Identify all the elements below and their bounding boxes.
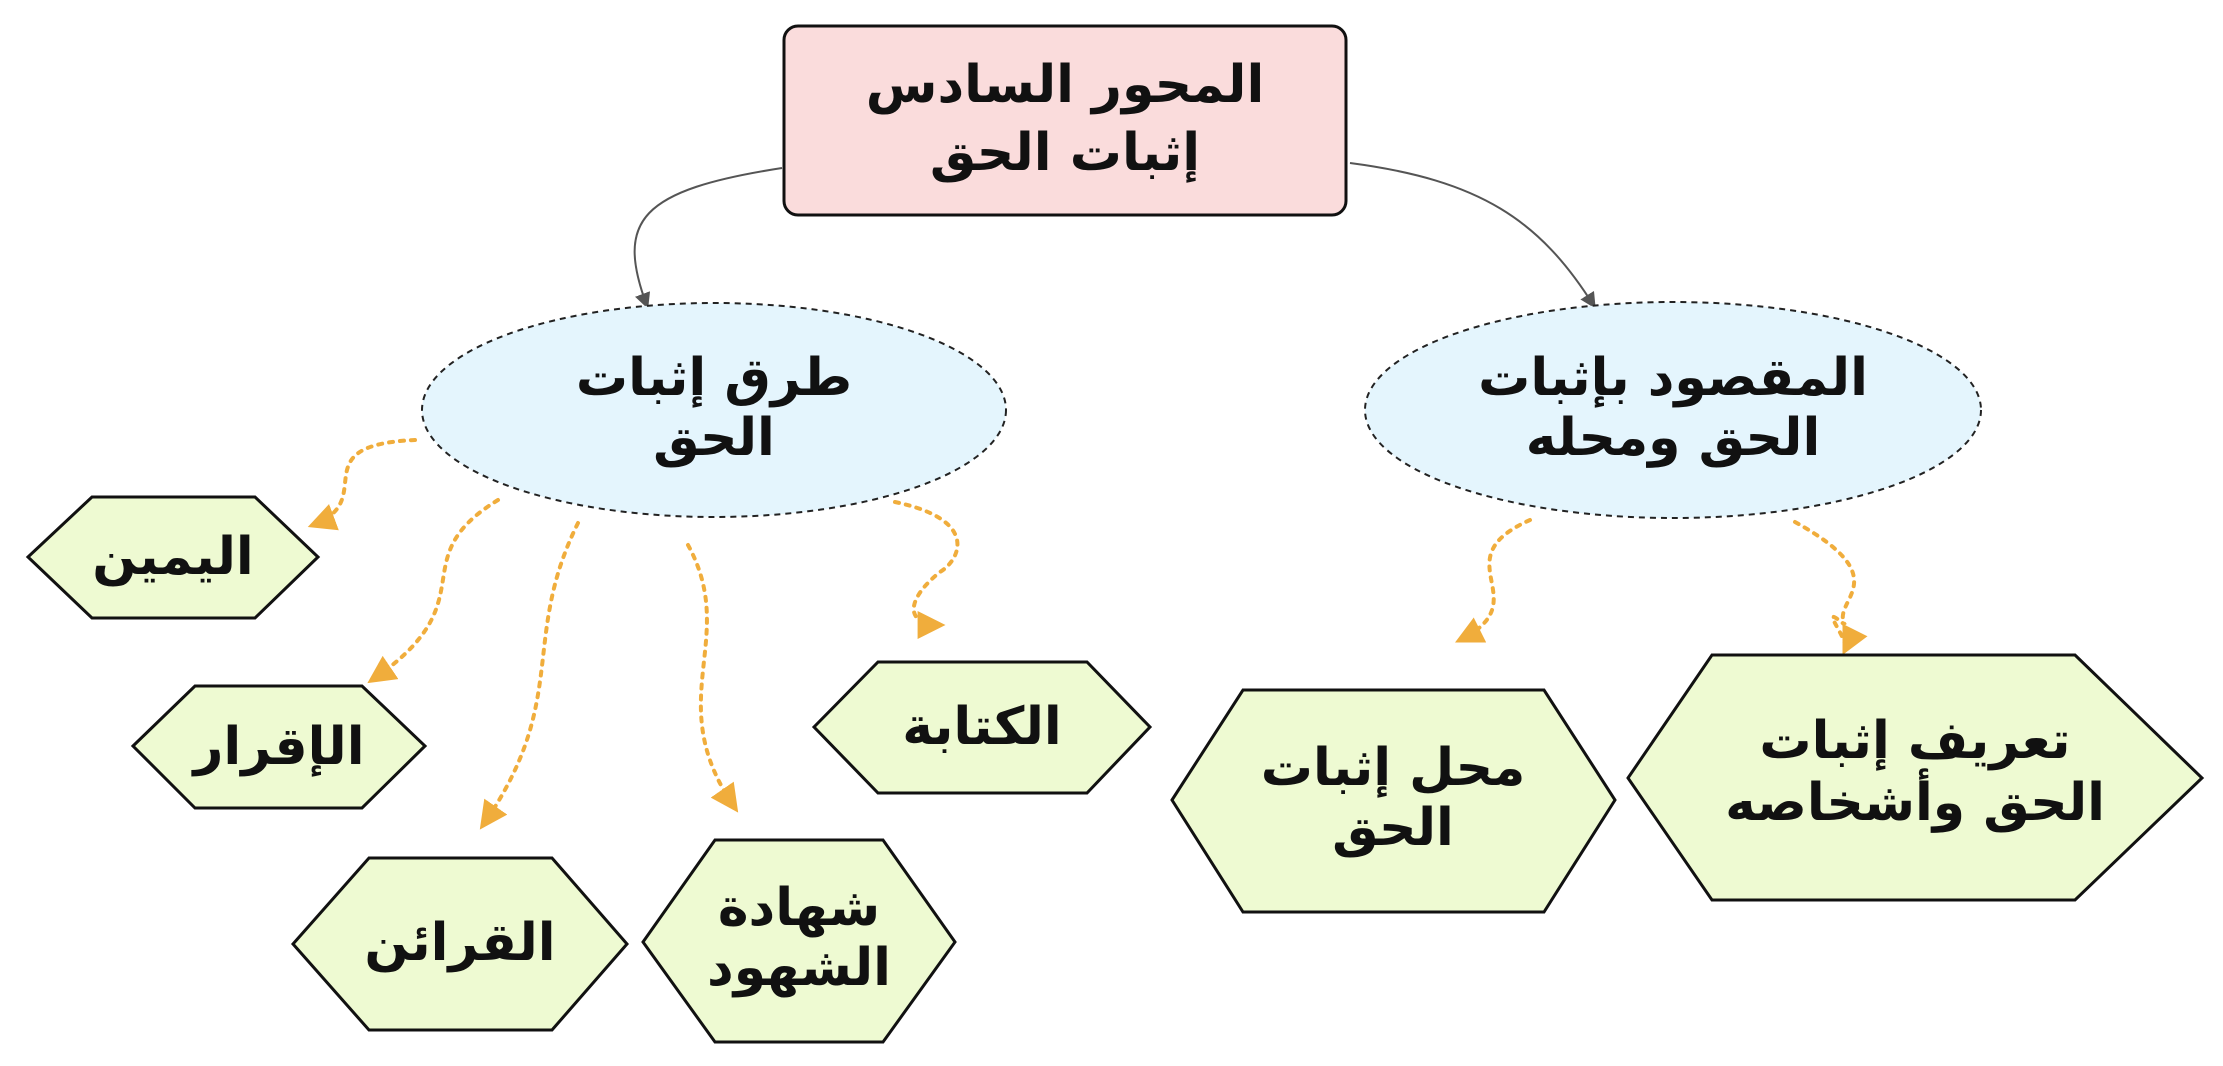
leaf-kitaba: الكتابة [811,660,1153,795]
leaf-shahada-line-1: شهادة [718,878,880,938]
leaf-mahal: محل إثبات الحق [1170,688,1617,914]
leaf-shahada-line-2: الشهود [707,938,891,998]
root-node: المحور السادس إثبات الحق [782,24,1348,217]
left-branch-node: طرق إثبات الحق [421,302,1007,518]
leaf-kitaba-label: الكتابة [902,697,1061,757]
leaf-iqrar-label: الإقرار [190,717,364,777]
left-branch-line-1: طرق إثبات [576,348,852,408]
leaf-shahada: شهادة الشهود [641,838,957,1044]
leaf-tarif: تعريف إثبات الحق وأشخاصه [1626,653,2205,902]
right-branch-line-2: الحق ومحله [1526,408,1821,468]
connector-right-to-mahal [1454,518,1532,643]
root-line-1: المحور السادس [866,55,1265,115]
right-branch-node: المقصود بإثبات الحق ومحله [1364,301,1982,519]
connector-root-to-right [1349,162,1596,309]
connector-left-to-iqrar [367,498,500,684]
connector-right-to-tarif [1793,520,1868,656]
leaf-tarif-line-2: الحق وأشخاصه [1725,768,2105,833]
connector-left-to-yamin [307,438,417,531]
right-branch-line-1: المقصود بإثبات [1478,348,1868,408]
leaf-iqrar: الإقرار [130,684,428,810]
connector-left-to-shahada [686,543,739,813]
leaf-qaraen: القرائن [290,856,629,1032]
left-branch-line-2: الحق [653,408,775,468]
connector-root-to-left [633,167,783,309]
leaf-yamin-label: اليمين [92,527,253,587]
leaf-mahal-line-1: محل إثبات [1261,738,1526,798]
root-line-2: إثبات الحق [930,123,1200,183]
leaf-tarif-line-1: تعريف إثبات [1759,711,2070,771]
connector-left-to-qaraen [479,521,580,830]
leaf-qaraen-label: القرائن [364,913,555,973]
leaf-mahal-line-2: الحق [1332,798,1454,858]
leaf-yamin: اليمين [25,495,321,620]
connector-left-to-kitaba [893,500,960,639]
